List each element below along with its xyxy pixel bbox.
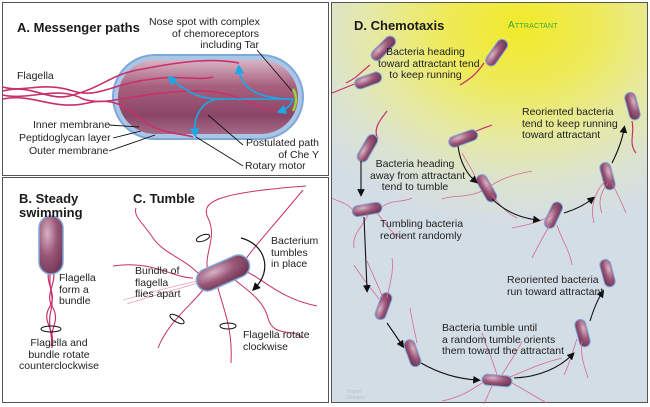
panel-a-title: A. Messenger paths [17, 20, 140, 35]
panel-d-title: D. Chemotaxis [354, 18, 445, 33]
label-flagella-rotate-cw: Flagella rotate clockwise [243, 329, 310, 353]
leader-lines [108, 49, 293, 167]
chemotaxis-illustration [332, 35, 641, 404]
messenger-paths-illustration [3, 49, 304, 167]
panel-b-title: B. Steady swimming [19, 191, 83, 220]
attractant-label: Attractant [508, 20, 558, 31]
chey-path-arrows [167, 64, 294, 138]
label-bundle-flies-apart: Bundle of flagella flies apart [135, 265, 181, 300]
label-reoriented-run: Reoriented bacteria run toward attractan… [507, 274, 604, 298]
panel-c-title: C. Tumble [133, 191, 195, 206]
label-nose-spot: Nose spot with complex of chemoreceptors… [149, 16, 260, 51]
receptor-nose-spot [291, 88, 298, 112]
panel-messenger-paths: A. Messenger paths Nose spot with comple… [2, 2, 329, 176]
tumbling-bacterium [112, 185, 318, 364]
label-heading-away: Bacteria heading away from attractant te… [370, 158, 466, 193]
label-peptidoglycan-layer: Peptidoglycan layer [19, 132, 111, 144]
pathway-arrows [357, 125, 628, 384]
bacteria-cells [351, 35, 641, 388]
label-outer-membrane: Outer membrane [29, 145, 109, 157]
steady-swimming-bacterium [38, 215, 64, 349]
label-rotary-motor: Rotary motor [245, 160, 306, 172]
label-tumble-until: Bacteria tumble until a random tumble or… [442, 322, 564, 357]
panel-chemotaxis: D. Chemotaxis Attractant Bacteria headin… [331, 2, 648, 404]
label-bundle-rotate-ccw: Flagella and bundle rotate counterclockw… [19, 337, 99, 372]
panel-swimming-and-tumble: B. Steady swimming Flagella form a bundl… [2, 177, 329, 403]
artist-logo: Tristan Johnson [346, 389, 365, 401]
label-inner-membrane: Inner membrane [33, 119, 111, 131]
tumble-flagella [332, 152, 627, 404]
label-flagella: Flagella [17, 70, 54, 82]
label-bacterium-tumbles: Bacterium tumbles in place [271, 235, 319, 270]
label-flagella-form-bundle: Flagella form a bundle [59, 272, 96, 307]
label-postulated-path: Postulated path of Che Y [246, 137, 319, 161]
swim-tumble-illustration [38, 185, 318, 364]
label-heading-toward: Bacteria heading toward attractant tend … [378, 46, 480, 81]
label-reoriented-keep-running: Reoriented bacteria tend to keep running… [522, 106, 618, 141]
label-tumbling-reorient: Tumbling bacteria reorient randomly [380, 218, 464, 242]
